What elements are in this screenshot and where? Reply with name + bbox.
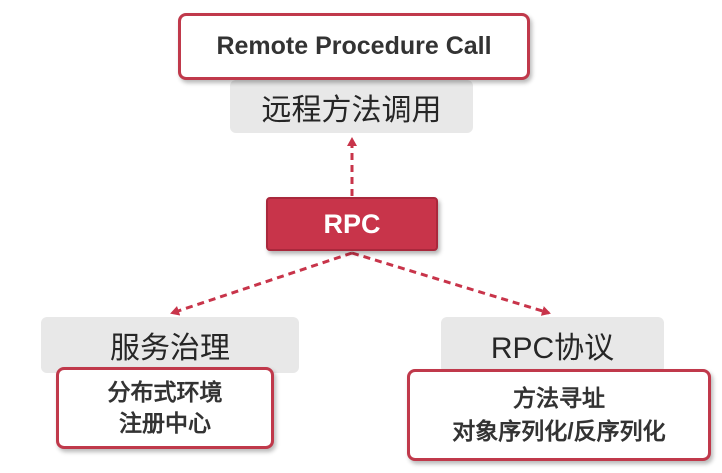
detail-distributed-env: 分布式环境 — [107, 379, 223, 405]
service-governance-label: 服务治理 — [41, 317, 299, 373]
title-chinese-text: 远程方法调用 — [261, 93, 442, 127]
rpc-protocol-details: 方法寻址 对象序列化/反序列化 — [407, 369, 711, 461]
arrow-rpc-to-service-governance — [170, 251, 353, 316]
rpc-center-node: RPC — [266, 197, 438, 251]
rpc-protocol-text: RPC协议 — [490, 332, 615, 365]
service-governance-details: 分布式环境 注册中心 — [56, 367, 274, 449]
rpc-center-label: RPC — [323, 208, 381, 239]
title-english-box: Remote Procedure Call — [178, 13, 530, 80]
detail-serialization: 对象序列化/反序列化 — [452, 418, 666, 444]
rpc-protocol-label: RPC协议 — [441, 317, 664, 373]
title-chinese-label: 远程方法调用 — [230, 80, 473, 133]
title-english-text: Remote Procedure Call — [216, 32, 492, 60]
detail-method-addressing: 方法寻址 — [513, 385, 605, 411]
arrow-rpc-to-rpc-protocol — [351, 251, 551, 316]
service-governance-text: 服务治理 — [110, 332, 230, 365]
detail-registry-center: 注册中心 — [119, 410, 211, 436]
